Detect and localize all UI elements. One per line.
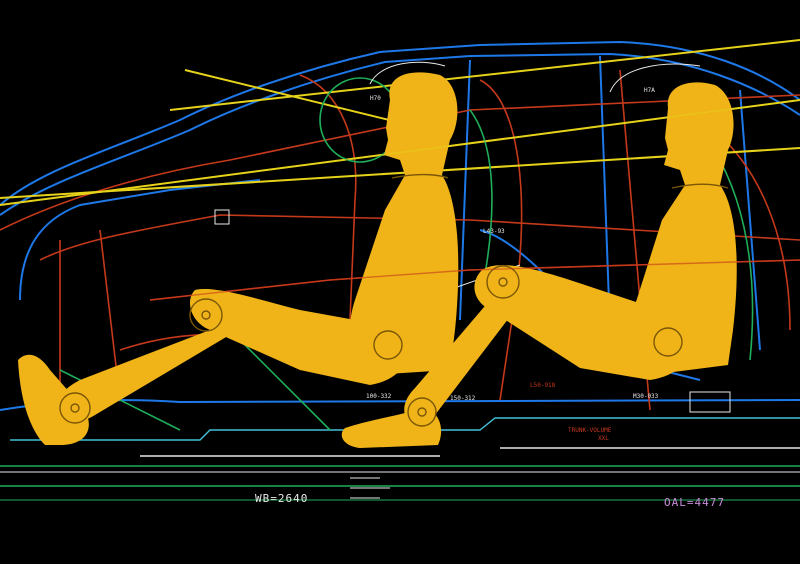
front-ankle-joint xyxy=(59,392,91,424)
rear-heel-dimension: L50-918 xyxy=(530,382,556,389)
rear-mannequin-head xyxy=(664,82,734,185)
wheelbase-label: WB=2640 xyxy=(255,492,309,505)
overlay-lines xyxy=(0,99,800,301)
rear-mannequin-thigh xyxy=(474,265,694,380)
rear-h-point-label: H7A xyxy=(644,87,655,94)
front-mannequin-shin xyxy=(59,320,238,421)
overall-length-label: OAL=4477 xyxy=(664,496,725,509)
rear-hip-joint xyxy=(653,327,683,357)
rear-mannequin-joints xyxy=(407,183,729,427)
lower-back-dimension: L43-93 xyxy=(483,228,505,235)
front-h-point-label: H70 xyxy=(370,95,381,102)
front-occupant-mannequin xyxy=(18,72,459,445)
rear-seat-dimension: M30-033 xyxy=(633,393,659,400)
trunk-volume-note: TRUNK-VOLUME xyxy=(568,427,612,434)
rear-mannequin-foot xyxy=(341,408,442,448)
rear-mannequin-shin xyxy=(404,296,515,427)
rear-ankle-joint xyxy=(407,397,437,427)
front-floor-dimension: 100-332 xyxy=(366,393,392,400)
annotations: H70 H7A 100-332 150-312 L50-918 M30-033 … xyxy=(366,87,659,442)
front-hip-joint xyxy=(373,330,403,360)
front-mannequin-joints xyxy=(59,173,449,424)
rear-occupant-mannequin xyxy=(341,82,737,448)
front-mannequin-head xyxy=(384,72,458,175)
rear-knee-joint xyxy=(486,265,520,299)
trunk-size-note: XXL xyxy=(598,435,609,442)
front-mannequin-thigh xyxy=(190,289,411,385)
rear-floor-dimension: 150-312 xyxy=(450,395,476,402)
front-knee-joint xyxy=(189,298,223,332)
